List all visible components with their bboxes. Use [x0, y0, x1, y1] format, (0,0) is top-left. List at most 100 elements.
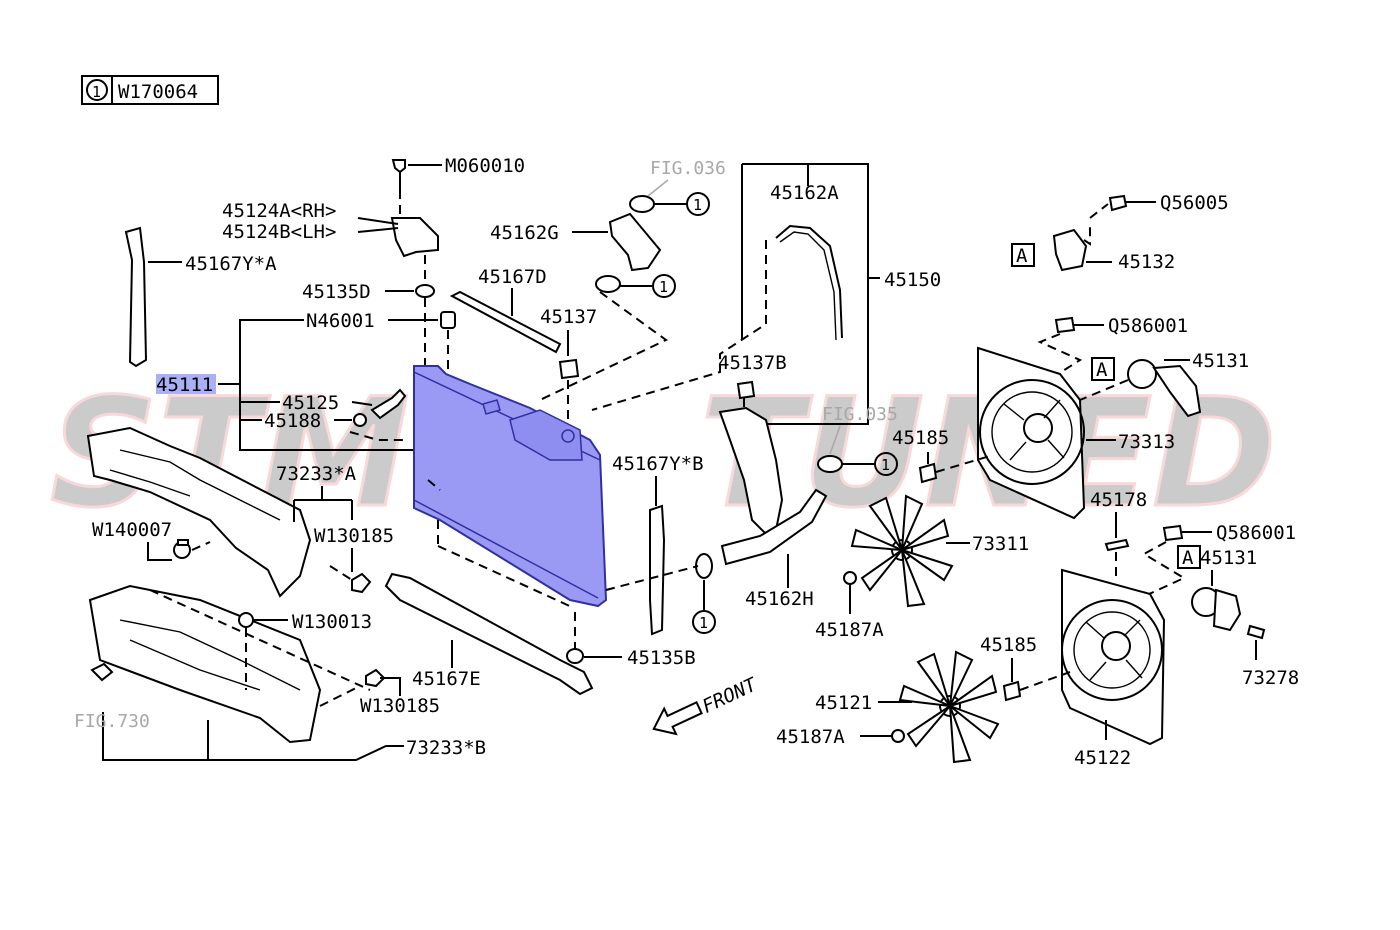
hose-clamp-lower: 1 [595, 274, 676, 298]
callout-1-c: 1 [699, 614, 708, 632]
label-45188: 45188 [264, 410, 321, 432]
clip-w130013 [238, 612, 254, 628]
header-code: W170064 [118, 81, 198, 103]
bracket-assembly [390, 159, 439, 370]
fan-blade-73311 [850, 494, 954, 608]
label-45167y-b: 45167Y*B [612, 453, 704, 475]
watermark-left: STM [50, 367, 410, 541]
nut-45187a-a [843, 571, 857, 585]
ref-a-1: A [1011, 243, 1035, 267]
label-45162a: 45162A [770, 182, 839, 204]
small-clip [90, 662, 114, 682]
label-n46001: N46001 [306, 310, 375, 332]
fan-shroud-73313 [977, 346, 1086, 520]
label-45167y-a: 45167Y*A [185, 253, 277, 275]
hose-clamp-middle: 1 [817, 452, 898, 476]
fan-motor-45131-b [1191, 587, 1242, 632]
reservoir-hose-45162a [775, 224, 843, 339]
label-45178: 45178 [1090, 489, 1147, 511]
spacer-45178 [1104, 538, 1130, 552]
label-45167d: 45167D [478, 266, 547, 288]
label-45162g: 45162G [490, 222, 559, 244]
label-45135b: 45135B [627, 647, 696, 669]
clip-w140007 [173, 539, 191, 559]
bolt-q56005 [1108, 194, 1128, 212]
ref-a-2: A [1091, 357, 1115, 381]
drain-cock [353, 388, 407, 427]
nut-45187a-b [891, 729, 905, 743]
grommet-n46001 [440, 311, 456, 329]
front-arrow: FRONT [652, 673, 762, 736]
label-w130185-a: W130185 [314, 525, 394, 547]
ref-a-3-text: A [1182, 547, 1194, 569]
label-w130013: W130013 [292, 611, 372, 633]
label-45122: 45122 [1074, 747, 1131, 769]
ref-fig035: FIG.035 [822, 404, 898, 425]
label-q56005: Q56005 [1160, 192, 1229, 214]
label-73233a: 73233*A [276, 463, 357, 485]
label-73313: 73313 [1118, 431, 1175, 453]
side-seal-left [124, 226, 148, 368]
connector-73278 [1246, 624, 1266, 640]
label-45111-highlight [156, 374, 216, 394]
side-seal-right [649, 504, 666, 636]
clip-w130185-b [365, 668, 386, 688]
label-q586001-b: Q586001 [1216, 522, 1296, 544]
label-q586001-a: Q586001 [1108, 315, 1188, 337]
bolt-q586001-a [1054, 316, 1076, 334]
header-circle-mark: 1 [92, 83, 101, 101]
ref-a-2-text: A [1096, 359, 1108, 381]
label-m060010: M060010 [445, 155, 525, 177]
front-label: FRONT [699, 673, 762, 718]
label-45185-a: 45185 [892, 427, 949, 449]
ref-a-3: A [1177, 545, 1201, 569]
label-w130185-b: W130185 [360, 695, 440, 717]
label-45121: 45121 [815, 692, 872, 714]
bolt-45185-b [1002, 680, 1022, 702]
label-73233b: 73233*B [406, 737, 486, 759]
label-45124b: 45124B<LH> [222, 221, 336, 243]
label-45124a: 45124A<RH> [222, 200, 336, 222]
lower-hose-45162h [720, 488, 828, 566]
label-45131-b: 45131 [1200, 547, 1257, 569]
label-45135d: 45135D [302, 281, 371, 303]
label-w140007: W140007 [92, 519, 172, 541]
upper-seal-45167d [449, 290, 562, 354]
label-73278: 73278 [1242, 667, 1299, 689]
diagram-header: 1 W170064 [81, 75, 219, 105]
clip-w130185-a [351, 572, 372, 594]
label-45137: 45137 [540, 306, 597, 328]
label-45131-a: 45131 [1192, 350, 1249, 372]
callout-1-a: 1 [693, 196, 702, 214]
hose-clamp-upper: 1 [629, 192, 710, 216]
label-45150: 45150 [884, 269, 941, 291]
radiator-cap-45137 [558, 358, 580, 380]
bracket-45132 [1052, 228, 1088, 272]
label-45162h: 45162H [745, 588, 814, 610]
label-45125: 45125 [282, 392, 339, 414]
bolt-q586001-b [1162, 524, 1184, 542]
label-45137b: 45137B [718, 352, 787, 374]
fan-blade-45121 [898, 650, 1000, 764]
label-45187a-a: 45187A [815, 619, 884, 641]
ref-a-1-text: A [1016, 245, 1028, 267]
lower-mount-45135b [566, 648, 584, 664]
air-guide-73233b [88, 584, 322, 744]
label-45111[interactable]: 45111 [156, 374, 213, 396]
bolt-45185-a [918, 462, 938, 484]
fan-motor-45131-a [1127, 359, 1202, 418]
label-45185-b: 45185 [980, 634, 1037, 656]
lower-seal-45167e [384, 572, 594, 696]
fan-shroud-45122 [1061, 568, 1166, 746]
label-45167e: 45167E [412, 668, 481, 690]
callout-1-b: 1 [659, 278, 668, 296]
reservoir-cap-45137b [736, 380, 756, 400]
ref-fig036: FIG.036 [650, 158, 726, 179]
callout-1-d: 1 [881, 456, 890, 474]
label-45132: 45132 [1118, 251, 1175, 273]
air-guide-73233a [86, 426, 312, 598]
radiator-45111[interactable] [413, 365, 608, 608]
upper-hose-45162g [608, 212, 662, 272]
ref-fig730: FIG.730 [74, 711, 150, 732]
